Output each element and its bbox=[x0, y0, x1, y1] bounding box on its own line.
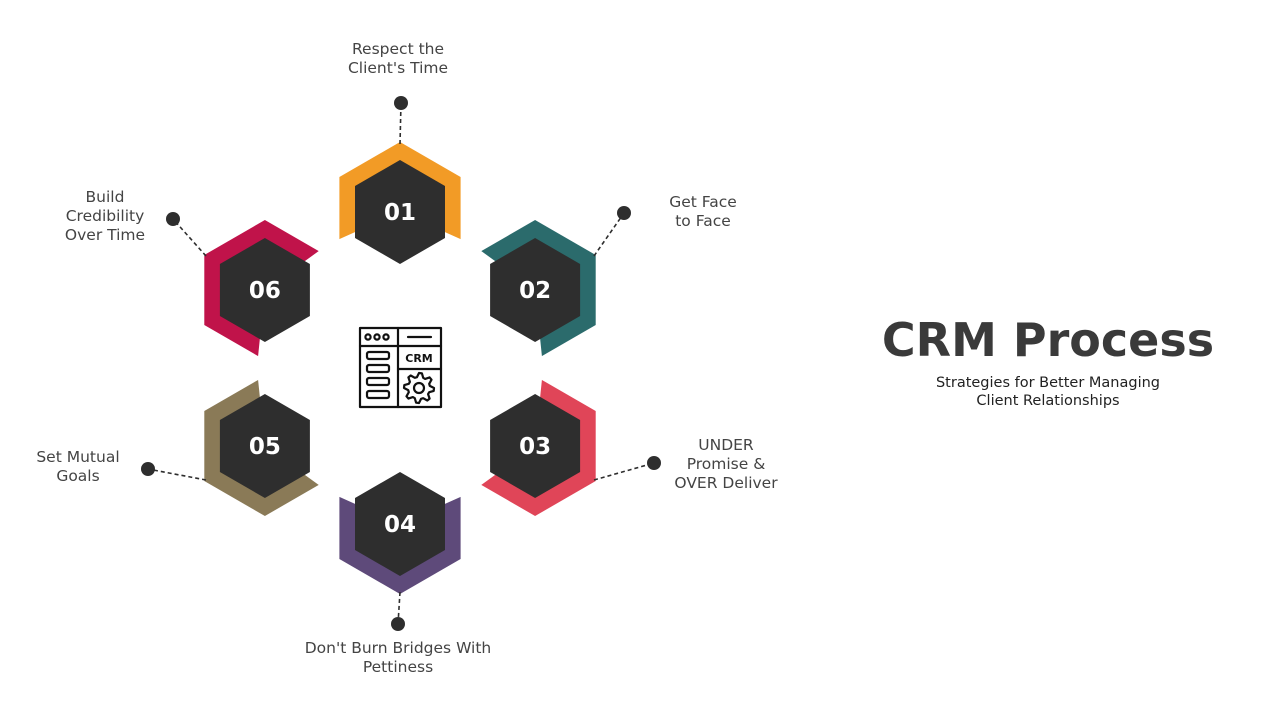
step-hexagon-03: 03 bbox=[474, 376, 596, 516]
connector-dot-03 bbox=[647, 456, 661, 470]
connector-dot-04 bbox=[391, 617, 405, 631]
step-number-02: 02 bbox=[519, 278, 551, 304]
crm-dashboard-icon: CRM bbox=[358, 326, 443, 409]
step-hexagon-01: 01 bbox=[339, 142, 461, 282]
step-number-01: 01 bbox=[384, 200, 416, 226]
connector-dot-06 bbox=[166, 212, 180, 226]
connector-line-04 bbox=[397, 591, 401, 625]
step-label-06: Build Credibility Over Time bbox=[64, 188, 146, 244]
step-number-04: 04 bbox=[384, 512, 416, 538]
connector-line-03 bbox=[593, 462, 655, 481]
connector-dot-01 bbox=[394, 96, 408, 110]
step-label-05: Set Mutual Goals bbox=[36, 448, 120, 485]
hexagon-core-01 bbox=[355, 160, 445, 264]
step-hexagon-02: 02 bbox=[474, 220, 596, 360]
step-label-04: Don't Burn Bridges With Pettiness bbox=[304, 639, 492, 676]
gear-icon bbox=[402, 371, 436, 405]
step-number-03: 03 bbox=[519, 434, 551, 460]
connector-dot-02 bbox=[617, 206, 631, 220]
page-subtitle: Strategies for Better Managing Client Re… bbox=[935, 375, 1161, 409]
hexagon-core-02 bbox=[490, 238, 581, 342]
step-label-03: UNDER Promise & OVER Deliver bbox=[674, 436, 778, 492]
hexagon-core-06 bbox=[219, 238, 310, 342]
hexagon-core-03 bbox=[490, 394, 581, 498]
step-hexagon-04: 04 bbox=[339, 454, 461, 594]
step-number-06: 06 bbox=[249, 278, 281, 304]
crm-icon-label: CRM bbox=[405, 352, 433, 365]
connector-line-05 bbox=[147, 468, 207, 481]
page-title: CRM Process bbox=[881, 313, 1215, 367]
connector-line-06 bbox=[172, 218, 207, 257]
connector-line-02 bbox=[593, 212, 625, 257]
step-label-01: Respect the Client's Time bbox=[347, 40, 449, 77]
hexagon-core-05 bbox=[219, 394, 310, 498]
connector-dot-05 bbox=[141, 462, 155, 476]
step-number-05: 05 bbox=[249, 434, 281, 460]
step-label-02: Get Face to Face bbox=[669, 193, 737, 230]
step-hexagon-06: 06 bbox=[204, 220, 326, 360]
hexagon-core-04 bbox=[355, 472, 445, 576]
step-hexagon-05: 05 bbox=[204, 376, 326, 516]
